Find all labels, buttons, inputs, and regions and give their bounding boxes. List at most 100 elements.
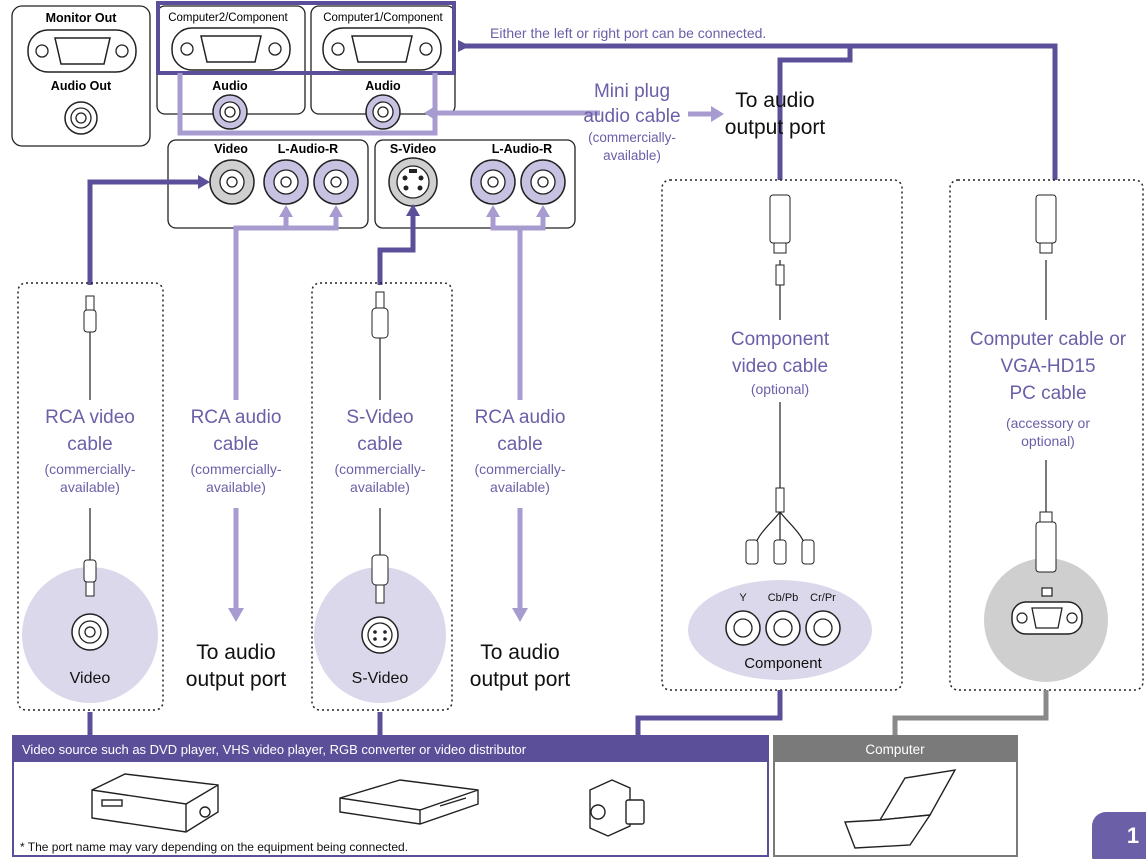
svideo-jack-icon <box>388 157 438 207</box>
computer-connection-lines <box>460 43 1058 180</box>
rca-audio-2-l2: cable <box>497 434 542 455</box>
monitor-out-port-icon <box>27 29 137 73</box>
mini-plug-arrow-left <box>424 105 437 121</box>
video-rca-jack-icon <box>209 159 255 205</box>
svideo-audio-panel: S-Video L-Audio-R <box>374 139 576 229</box>
computer-cable-l2: VGA-HD15 <box>1000 356 1095 377</box>
rca-video-branch <box>17 175 210 711</box>
component-crpr-label: Cr/Pr <box>810 592 836 604</box>
rca-audio-1-arrow-down <box>228 608 244 622</box>
video-audio-panel: Video L-Audio-R <box>167 139 369 229</box>
rca-audio-1-l2: cable <box>213 434 258 455</box>
computer-cable-l1: Computer cable or <box>970 329 1127 350</box>
computer-cable-label-bg <box>960 320 1136 460</box>
component-cable-l1: Component <box>731 329 830 350</box>
svideo-cable-l3: (commercially- <box>335 461 426 477</box>
monitor-out-panel: Monitor Out Audio Out <box>11 5 151 147</box>
computer1-vga-port-icon <box>322 27 442 71</box>
rca-video-label-bg <box>22 400 158 508</box>
mini-plug-line3: (commercially- <box>588 130 676 145</box>
audio-left-jack-icon <box>212 94 248 130</box>
computer2-label: Computer2/Component <box>168 12 288 24</box>
audio-r-rca-jack-icon-1 <box>313 159 359 205</box>
rca-audio-2-arrow-r <box>536 205 550 217</box>
mini-plug-line4: available) <box>603 148 661 163</box>
rca-audio-2-label-bg <box>460 400 584 508</box>
page-number-tab <box>1092 812 1146 859</box>
to-audio-1-l2: output port <box>186 668 287 691</box>
l-audio-r-label-1: L-Audio-R <box>278 142 338 156</box>
svideo-cable-l1: S-Video <box>346 407 413 428</box>
svideo-cable-l4: available) <box>350 479 410 495</box>
computer-cable-l4: (accessory or <box>1006 415 1090 431</box>
audio-right-jack-icon <box>365 94 401 130</box>
source-svideo-label: S-Video <box>352 670 409 687</box>
mini-plug-arrow-right <box>711 106 724 122</box>
svideo-port-label: S-Video <box>390 142 437 156</box>
rca-audio-2-l1: RCA audio <box>475 407 566 428</box>
rca-video-l3: (commercially- <box>45 461 136 477</box>
video-port-label: Video <box>214 142 248 156</box>
source-video-label: Video <box>70 670 111 687</box>
rca-video-l1: RCA video <box>45 407 135 428</box>
audio-left-label: Audio <box>212 79 248 93</box>
bottom-connection-lines <box>87 690 783 736</box>
l-audio-r-label-2: L-Audio-R <box>492 142 552 156</box>
rca-video-l4: available) <box>60 479 120 495</box>
rca-audio-2-arrow-down <box>512 608 528 622</box>
component-branch <box>661 179 903 691</box>
rca-audio-2-l3: (commercially- <box>475 461 566 477</box>
camcorder-icon <box>589 779 645 837</box>
top-note: Either the left or right port can be con… <box>490 25 766 41</box>
mini-plug-to-line1: To audio <box>735 89 814 112</box>
component-cable-l3: (optional) <box>751 381 809 397</box>
computer-branch <box>949 179 1144 691</box>
rca-audio-1-l3: (commercially- <box>191 461 282 477</box>
computer-box-title: Computer <box>865 742 925 757</box>
audio-out-jack-icon <box>64 101 98 135</box>
computer1-panel: Computer1/Component Audio <box>310 5 456 130</box>
svideo-label-bg <box>318 400 442 508</box>
mini-plug-line1: Mini plug <box>594 81 670 102</box>
rca-audio-1-l4: available) <box>206 479 266 495</box>
audio-right-label: Audio <box>365 79 401 93</box>
audio-l-rca-jack-icon-1 <box>263 159 309 205</box>
mini-plug-to-line2: output port <box>725 116 826 139</box>
to-audio-2-l1: To audio <box>480 641 559 664</box>
monitor-out-label: Monitor Out <box>46 11 118 25</box>
source-component-label: Component <box>744 655 822 672</box>
computer-ports-highlight <box>156 1 456 75</box>
vcr-player-icon <box>91 773 219 833</box>
footnote: * The port name may vary depending on th… <box>20 840 408 854</box>
computer-bottom-line <box>892 690 1049 736</box>
video-source-title: Video source such as DVD player, VHS vid… <box>22 742 527 757</box>
svideo-branch <box>311 204 453 711</box>
rca-audio-2-arrow-l <box>486 205 500 217</box>
audio-r-rca-jack-icon-2 <box>520 159 566 205</box>
svideo-cable-l2: cable <box>357 434 402 455</box>
computer-cable-l3: PC cable <box>1009 383 1086 404</box>
top-arrow-head <box>458 40 470 52</box>
rca-audio-1-arrow-l <box>279 205 293 217</box>
audio-l-rca-jack-icon-2 <box>470 159 516 205</box>
component-label-bg <box>695 320 865 402</box>
rca-audio-1-l1: RCA audio <box>191 407 282 428</box>
to-audio-1-l1: To audio <box>196 641 275 664</box>
audio-out-label: Audio Out <box>51 79 112 93</box>
computer2-panel: Computer2/Component Audio <box>156 5 306 130</box>
mini-plug-line2: audio cable <box>583 106 680 127</box>
computer1-label: Computer1/Component <box>323 12 443 24</box>
computer-cable-l5: optional) <box>1021 433 1075 449</box>
page-number: 1 <box>1127 823 1139 848</box>
component-y-label: Y <box>739 592 747 604</box>
laptop-icon <box>844 769 957 849</box>
rca-audio-1-label-bg <box>175 400 299 508</box>
rca-audio-2-l4: available) <box>490 479 550 495</box>
dvd-player-icon <box>339 779 479 825</box>
rca-audio-1-arrow-r <box>329 205 343 217</box>
computer2-vga-port-icon <box>171 27 291 71</box>
component-cable-l2: video cable <box>732 356 828 377</box>
to-audio-2-l2: output port <box>470 668 571 691</box>
